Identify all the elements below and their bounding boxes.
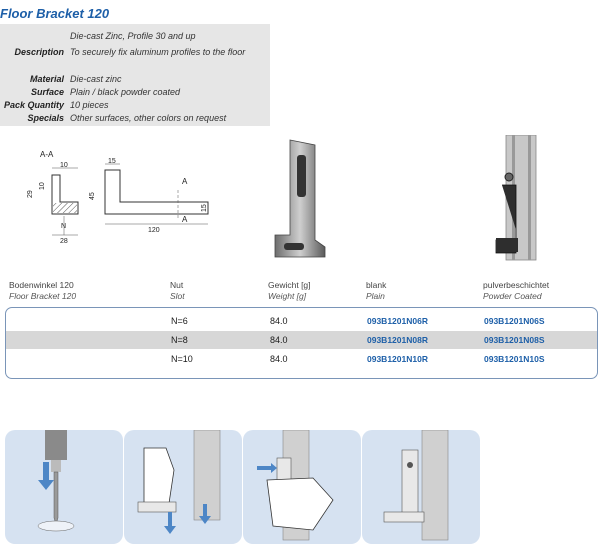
col-header-slot: Nut Slot [170, 280, 185, 302]
cell-plain-code[interactable]: 093B1201N10R [367, 354, 428, 364]
header-de: Gewicht [g] [268, 280, 311, 290]
bracket-icon [401, 449, 419, 521]
cell-slot: N=6 [171, 316, 188, 326]
header-de: Nut [170, 280, 184, 290]
arrow-down-icon [164, 512, 176, 534]
step-panel-screw [243, 430, 361, 544]
header-en: Plain [366, 291, 385, 301]
col-header-weight: Gewicht [g] Weight [g] [268, 280, 311, 302]
dim-label: 10 [39, 182, 46, 190]
technical-drawing: A-A 10 29 10 28 N 15 45 120 15 A A [27, 150, 209, 245]
header-en: Slot [170, 291, 185, 301]
header-en: Weight [g] [268, 291, 307, 301]
spec-label: Material [29, 74, 64, 84]
arrow-down-icon [38, 462, 54, 490]
dim-label: 29 [27, 190, 34, 198]
step-panel-drill [5, 430, 123, 544]
step-panel-insert [124, 430, 242, 544]
bracket-photo [274, 139, 326, 258]
header-en: Floor Bracket 120 [9, 291, 77, 301]
col-header-plain: blank Plain [366, 280, 386, 302]
step-panel-done [362, 430, 480, 544]
cell-plain-code[interactable]: 093B1201N06R [367, 316, 428, 326]
table-row: N=8 84.0 093B1201N08R 093B1201N08S [6, 331, 597, 349]
cell-slot: N=8 [171, 335, 188, 345]
dim-label: N [61, 223, 66, 230]
cell-weight: 84.0 [270, 354, 288, 364]
spec-label: Description [14, 47, 64, 57]
spec-label: Specials [27, 113, 64, 123]
spec-value: Die-cast Zinc, Profile 30 and up [70, 31, 196, 41]
col-header-product: Bodenwinkel 120 Floor Bracket 120 [9, 280, 76, 302]
cell-coated-code[interactable]: 093B1201N10S [484, 354, 545, 364]
cell-coated-code[interactable]: 093B1201N06S [484, 316, 545, 326]
header-en: Powder Coated [483, 291, 542, 301]
dim-label: 15 [201, 204, 208, 212]
arrow-right-icon [257, 463, 277, 473]
section-label: A-A [40, 150, 54, 159]
product-table: N=6 84.0 093B1201N06R 093B1201N06S N=8 8… [5, 307, 598, 379]
cell-slot: N=10 [171, 354, 193, 364]
spec-value: Plain / black powder coated [70, 87, 181, 97]
side-view-outline [104, 169, 209, 215]
spec-value: 10 pieces [70, 100, 109, 110]
col-header-coated: pulverbeschichtet Powder Coated [483, 280, 549, 302]
dim-label: 28 [60, 238, 68, 245]
arrow-down-icon [199, 504, 211, 524]
section-hatch [53, 203, 77, 213]
bracket-icon [137, 501, 177, 513]
section-marker: A [182, 215, 188, 224]
spec-label: Surface [30, 87, 64, 97]
table-row: N=10 84.0 093B1201N10R 093B1201N10S [6, 350, 597, 368]
spec-box: Die-cast Zinc, Profile 30 and up Descrip… [0, 24, 270, 126]
header-de: Bodenwinkel 120 [9, 280, 74, 290]
header-de: pulverbeschichtet [483, 280, 550, 290]
profile-mount-photo [495, 135, 537, 261]
spec-label: Pack Quantity [3, 100, 64, 110]
dim-label: 45 [89, 192, 96, 200]
section-marker: A [182, 177, 188, 186]
cell-plain-code[interactable]: 093B1201N08R [367, 335, 428, 345]
cell-weight: 84.0 [270, 335, 288, 345]
dim-label: 120 [148, 227, 160, 234]
spec-value: To securely fix aluminum profiles to the… [70, 47, 246, 57]
cell-coated-code[interactable]: 093B1201N08S [484, 335, 545, 345]
drill-bit-icon [53, 471, 59, 525]
header-de: blank [366, 280, 387, 290]
dim-label: 15 [108, 158, 116, 165]
spec-value: Die-cast zinc [70, 74, 122, 84]
hand-icon [143, 447, 175, 511]
cell-weight: 84.0 [270, 316, 288, 326]
table-row: N=6 84.0 093B1201N06R 093B1201N06S [6, 312, 597, 330]
spec-value: Other surfaces, other colors on request [70, 113, 227, 123]
hand-icon [266, 477, 334, 531]
product-title: Floor Bracket 120 [0, 6, 110, 21]
dim-label: 10 [60, 162, 68, 169]
